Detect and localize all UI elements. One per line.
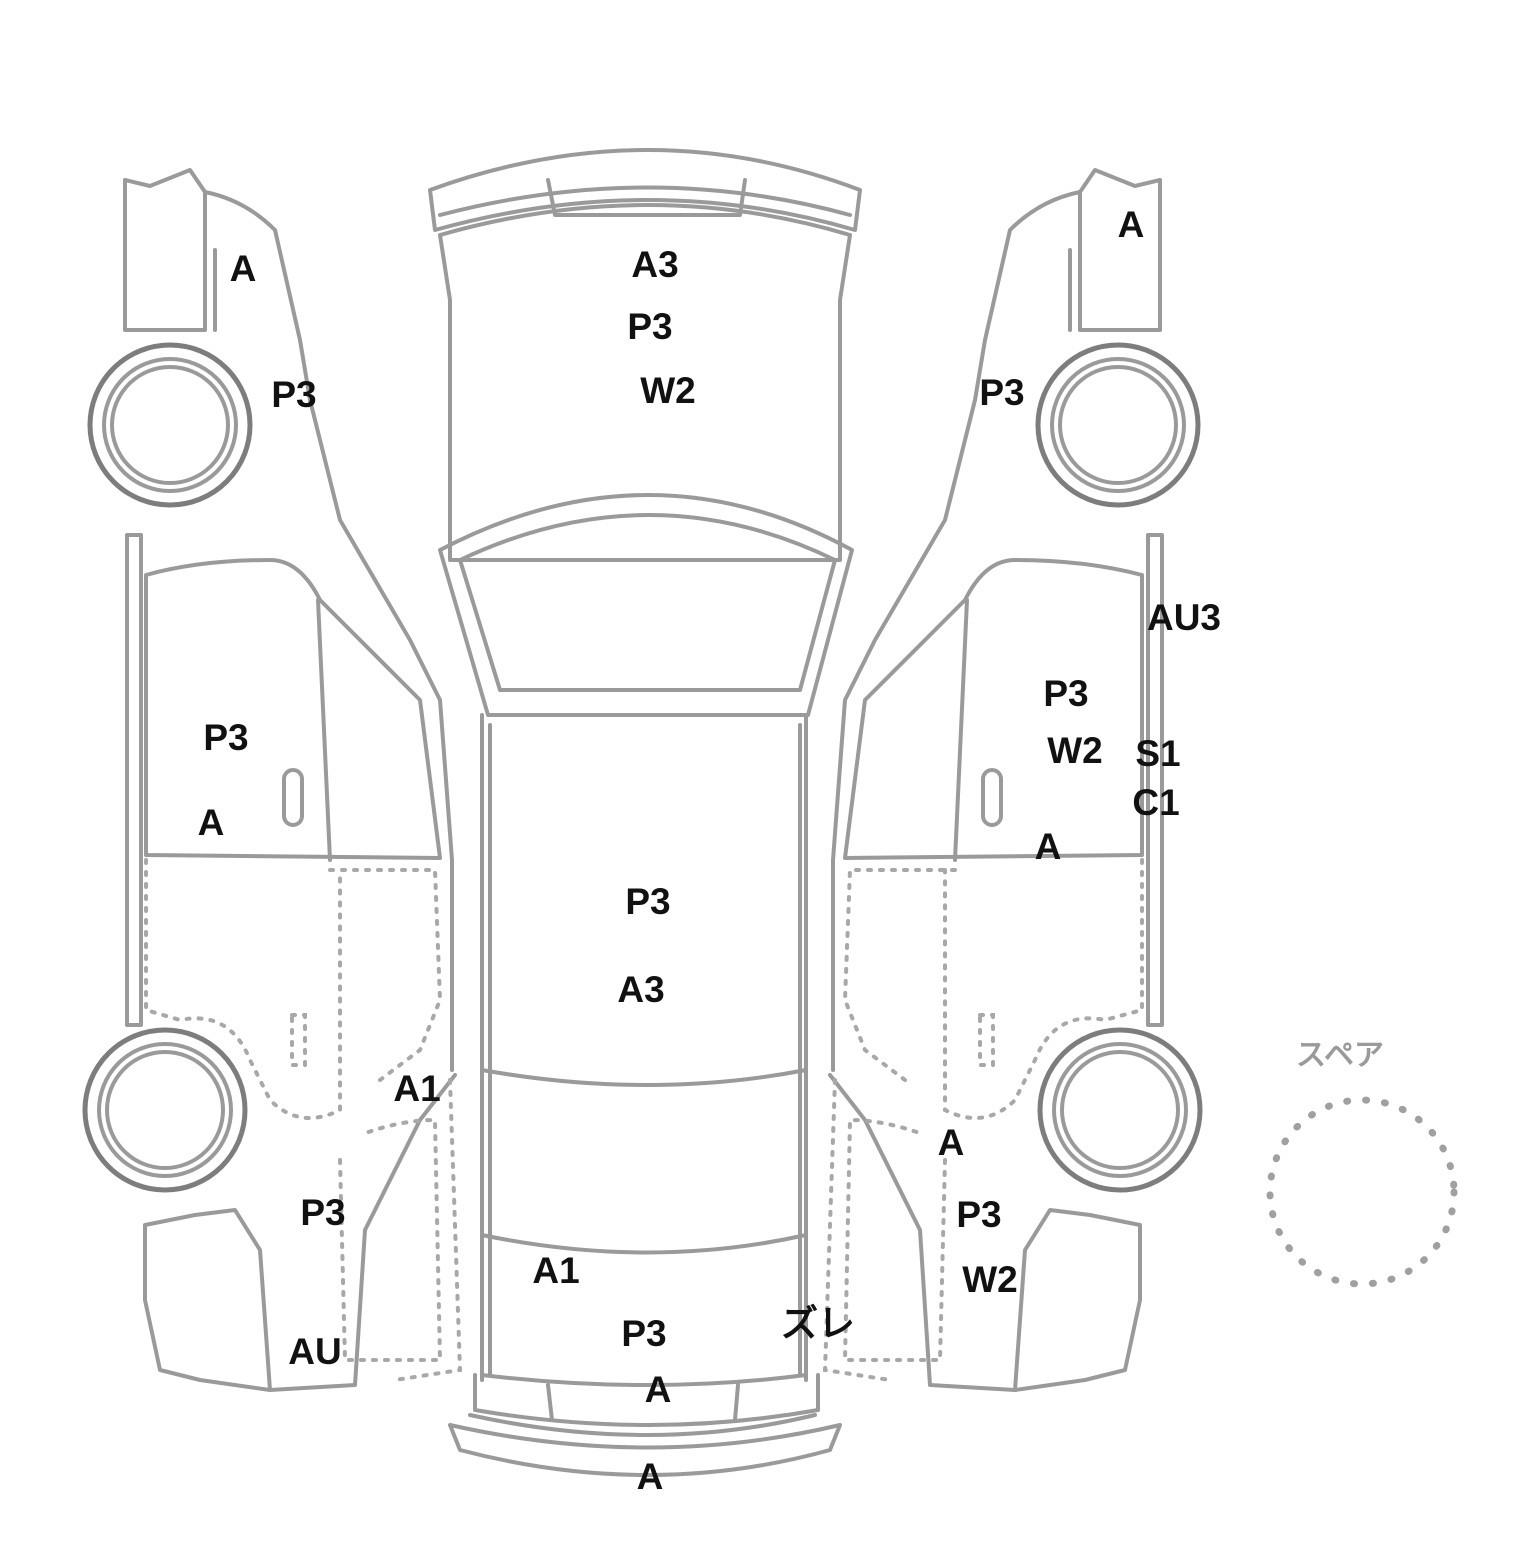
spare-tire-outline bbox=[1266, 1096, 1458, 1288]
mark-left-rear-quarter: P3 bbox=[300, 1192, 345, 1233]
mark-right-sill-2: S1 bbox=[1135, 733, 1180, 774]
mark-trunk-3: A bbox=[645, 1369, 672, 1410]
mark-right-front-door-1: P3 bbox=[1043, 673, 1088, 714]
mark-left-rear-pillar: A1 bbox=[393, 1068, 440, 1109]
mark-trunk-1: A1 bbox=[532, 1250, 579, 1291]
mark-left-front-fender: A bbox=[230, 248, 257, 289]
mark-rear-bumper: A bbox=[637, 1456, 664, 1497]
damage-marks: A P3 P3 A A1 P3 AU A3 P3 W2 P3 A3 A1 P3 … bbox=[198, 204, 1221, 1497]
mark-right-rear-quarter-1: A bbox=[938, 1122, 965, 1163]
mark-right-front-fender: A bbox=[1118, 204, 1145, 245]
mark-right-rear-quarter-2: P3 bbox=[956, 1194, 1001, 1235]
mark-trunk-2: P3 bbox=[621, 1313, 666, 1354]
mark-right-front-door-2: W2 bbox=[1047, 730, 1103, 771]
mark-hood-2: P3 bbox=[627, 306, 672, 347]
spare-label: スペア bbox=[1296, 1038, 1384, 1073]
mark-left-front-door: P3 bbox=[203, 717, 248, 758]
mark-right-front-fender-lower: P3 bbox=[979, 372, 1024, 413]
mark-left-front-fender-lower: P3 bbox=[271, 374, 316, 415]
mark-hood-3: W2 bbox=[640, 370, 696, 411]
mark-right-sill-3: C1 bbox=[1132, 782, 1179, 823]
mark-right-rear-quarter-3: W2 bbox=[962, 1259, 1018, 1300]
mark-left-rear-bumper-side: AU bbox=[288, 1331, 341, 1372]
mark-right-front-door-3: A bbox=[1035, 826, 1062, 867]
mark-roof-2: A3 bbox=[617, 969, 664, 1010]
left-side-view bbox=[82, 168, 463, 1392]
mark-right-sill: AU3 bbox=[1147, 597, 1221, 638]
spare-tire-area: スペア bbox=[1266, 1038, 1458, 1288]
mark-roof-1: P3 bbox=[625, 881, 670, 922]
top-view bbox=[428, 148, 862, 1477]
right-side-view bbox=[822, 168, 1203, 1392]
mark-left-front-door-lower: A bbox=[198, 802, 225, 843]
mark-rear-gap: ズレ bbox=[781, 1302, 855, 1344]
mark-hood-1: A3 bbox=[631, 244, 678, 285]
